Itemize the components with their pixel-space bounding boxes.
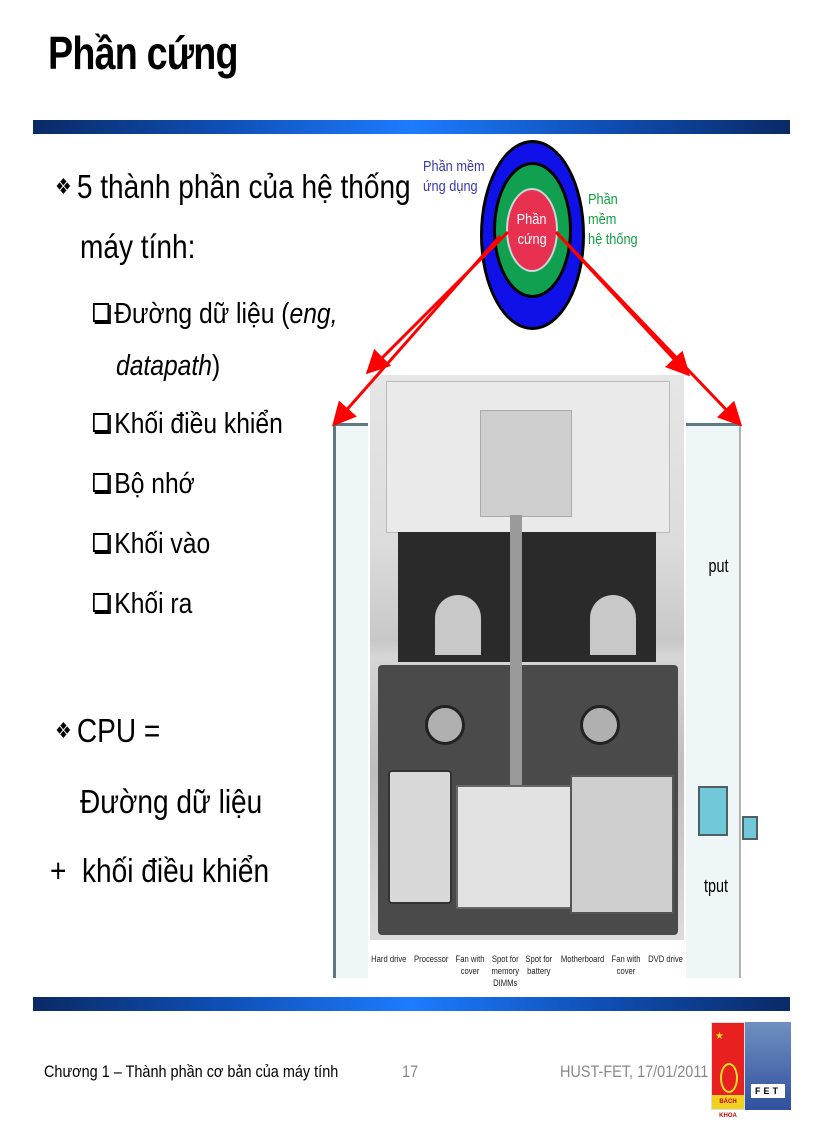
figure-label-output: tput [703, 876, 728, 896]
sub-bullet-memory: Bộ nhớ [93, 468, 195, 501]
checkbox-bullet-icon [93, 473, 110, 492]
checkbox-bullet-icon [93, 413, 110, 432]
footer-divider-bar [33, 997, 790, 1011]
sub-bullet-output: Khối ra [93, 588, 192, 621]
fet-logo: FET [745, 1022, 791, 1110]
core-hardware: Phần cứng [506, 188, 558, 272]
fan-icon [425, 705, 465, 745]
bullet-main-1: ❖5 thành phần của hệ thống [55, 168, 411, 205]
trackpad-area [480, 410, 572, 517]
figure-border [687, 426, 741, 978]
footer-institution-date: HUST-FET, 17/01/2011 [560, 1062, 709, 1081]
software-layers-diagram: Phần mềm ứng dụng Phần cứng Phần mềm hệ … [400, 140, 660, 340]
fan-icon [580, 705, 620, 745]
hust-fet-logo: ★ BÁCH KHOA FET [711, 1022, 791, 1119]
bullet-main-2-line2: Đường dữ liệu [80, 783, 263, 820]
dvd-drive [570, 775, 674, 914]
caption-motherboard: Motherboard [560, 954, 604, 964]
checkbox-bullet-icon [93, 593, 110, 612]
laptop-image [370, 375, 684, 940]
panel-cutout [590, 595, 636, 655]
bullet-main-1-cont: máy tính: [80, 228, 196, 265]
panel-cutout [435, 595, 481, 655]
caption-hard-drive: Hard drive [371, 954, 407, 964]
checkbox-bullet-icon [93, 533, 110, 552]
bullet-main-2-line3: + khối điều khiển [50, 852, 270, 889]
header-divider-bar [33, 120, 790, 134]
checkbox-bullet-icon [93, 303, 110, 322]
battery-bay [456, 785, 572, 909]
diamond-bullet-icon: ❖ [55, 718, 72, 743]
bach-khoa-logo: ★ BÁCH KHOA [711, 1022, 745, 1119]
bullet-main-2: ❖CPU = [55, 712, 161, 749]
caption-processor: Processor [414, 954, 449, 964]
sub-bullet-datapath-cont: datapath) [116, 350, 221, 382]
ribbon-cable [510, 515, 522, 815]
compass-icon [720, 1063, 738, 1093]
figure-label-input: put [708, 556, 729, 576]
hard-drive [388, 770, 452, 904]
label-system-software: Phần mềm hệ thống [588, 191, 638, 248]
footer-page-number: 17 [402, 1062, 419, 1081]
footer-chapter: Chương 1 – Thành phần cơ bản của máy tín… [44, 1062, 339, 1081]
sub-bullet-datapath: Đường dữ liệu (eng, [93, 298, 337, 331]
star-icon: ★ [715, 1031, 724, 1042]
sub-bullet-control: Khối điều khiển [93, 408, 283, 441]
label-application-software: Phần mềm ứng dụng [423, 158, 485, 195]
slide-title: Phần cứng [48, 27, 239, 79]
figure-cell [742, 816, 758, 840]
figure-cell [698, 786, 728, 836]
diamond-bullet-icon: ❖ [55, 174, 72, 199]
caption-dvd: DVD drive [648, 954, 683, 964]
sub-bullet-input: Khối vào [93, 528, 210, 561]
